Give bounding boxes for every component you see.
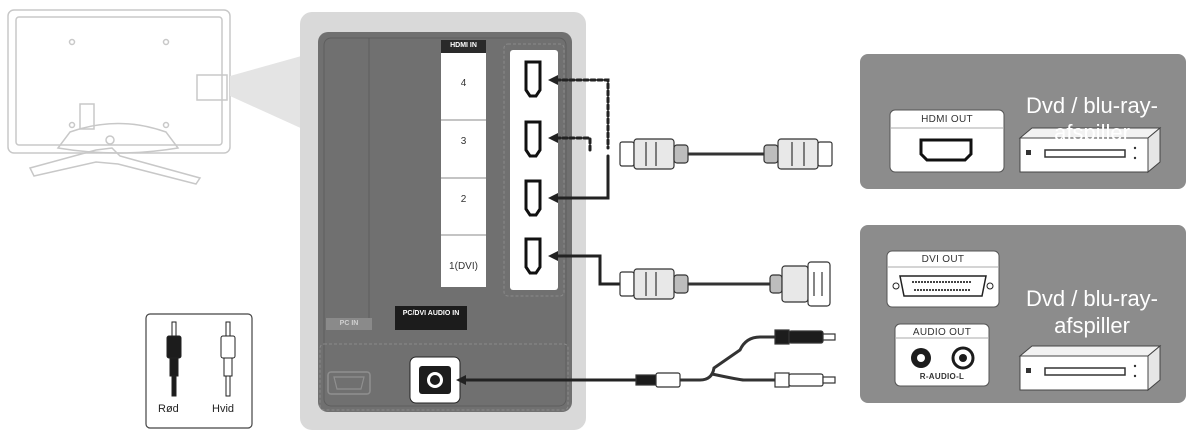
audio-out-jacks-icon	[911, 346, 975, 370]
hdmi-out-label: HDMI OUT	[921, 114, 973, 125]
device-top-title: Dvd / blu-ray-afspiller	[1025, 93, 1159, 145]
tv-rear-illustration	[7, 9, 231, 185]
dvd-player-top-icon	[1018, 126, 1162, 174]
hdmi-port-strip	[503, 43, 565, 297]
audio-out-box	[894, 323, 990, 387]
vga-port	[327, 371, 371, 395]
dvi-out-port-icon	[892, 275, 994, 297]
arrowheads	[456, 75, 558, 385]
hdmi-port-3-label: 3	[460, 136, 467, 147]
audio-out-sub-label: R-AUDIO-L	[919, 372, 965, 381]
audio-cable-plugs	[635, 329, 836, 388]
audio-in-jack	[409, 356, 461, 404]
legend-red-label: Rød	[158, 403, 179, 415]
zoom-wedge	[230, 55, 305, 130]
dvd-player-bottom-icon	[1018, 344, 1162, 392]
legend-white-label: Hvid	[212, 403, 235, 415]
hdmi-out-port-icon	[919, 138, 973, 162]
hdmi-column	[441, 40, 486, 287]
hdmi-port-1-label: 1(DVI)	[449, 261, 478, 272]
audio-out-label: AUDIO OUT	[912, 327, 972, 338]
legend-white-plug-icon	[220, 321, 236, 397]
hdmi-port-2-label: 2	[460, 194, 467, 205]
hdmi-port-4-label: 4	[460, 78, 467, 89]
hdmi-in-header: HDMI IN	[450, 42, 477, 49]
pc-dvi-audio-in-label: PC/DVI AUDIO IN	[402, 310, 460, 317]
cables	[460, 78, 777, 382]
pc-in-tab	[326, 318, 372, 330]
device-bottom-title: Dvd / blu-ray-afspiller	[1025, 286, 1159, 338]
legend-red-plug-icon	[166, 321, 182, 397]
hdmi-port-icons	[524, 60, 542, 275]
dvi-cable-plugs	[619, 261, 831, 307]
pc-in-label: PC IN	[339, 320, 359, 327]
dvi-out-label: DVI OUT	[921, 254, 965, 265]
pc-dvi-audio-tab	[395, 306, 467, 330]
hdmi-cable-plugs	[619, 138, 833, 170]
